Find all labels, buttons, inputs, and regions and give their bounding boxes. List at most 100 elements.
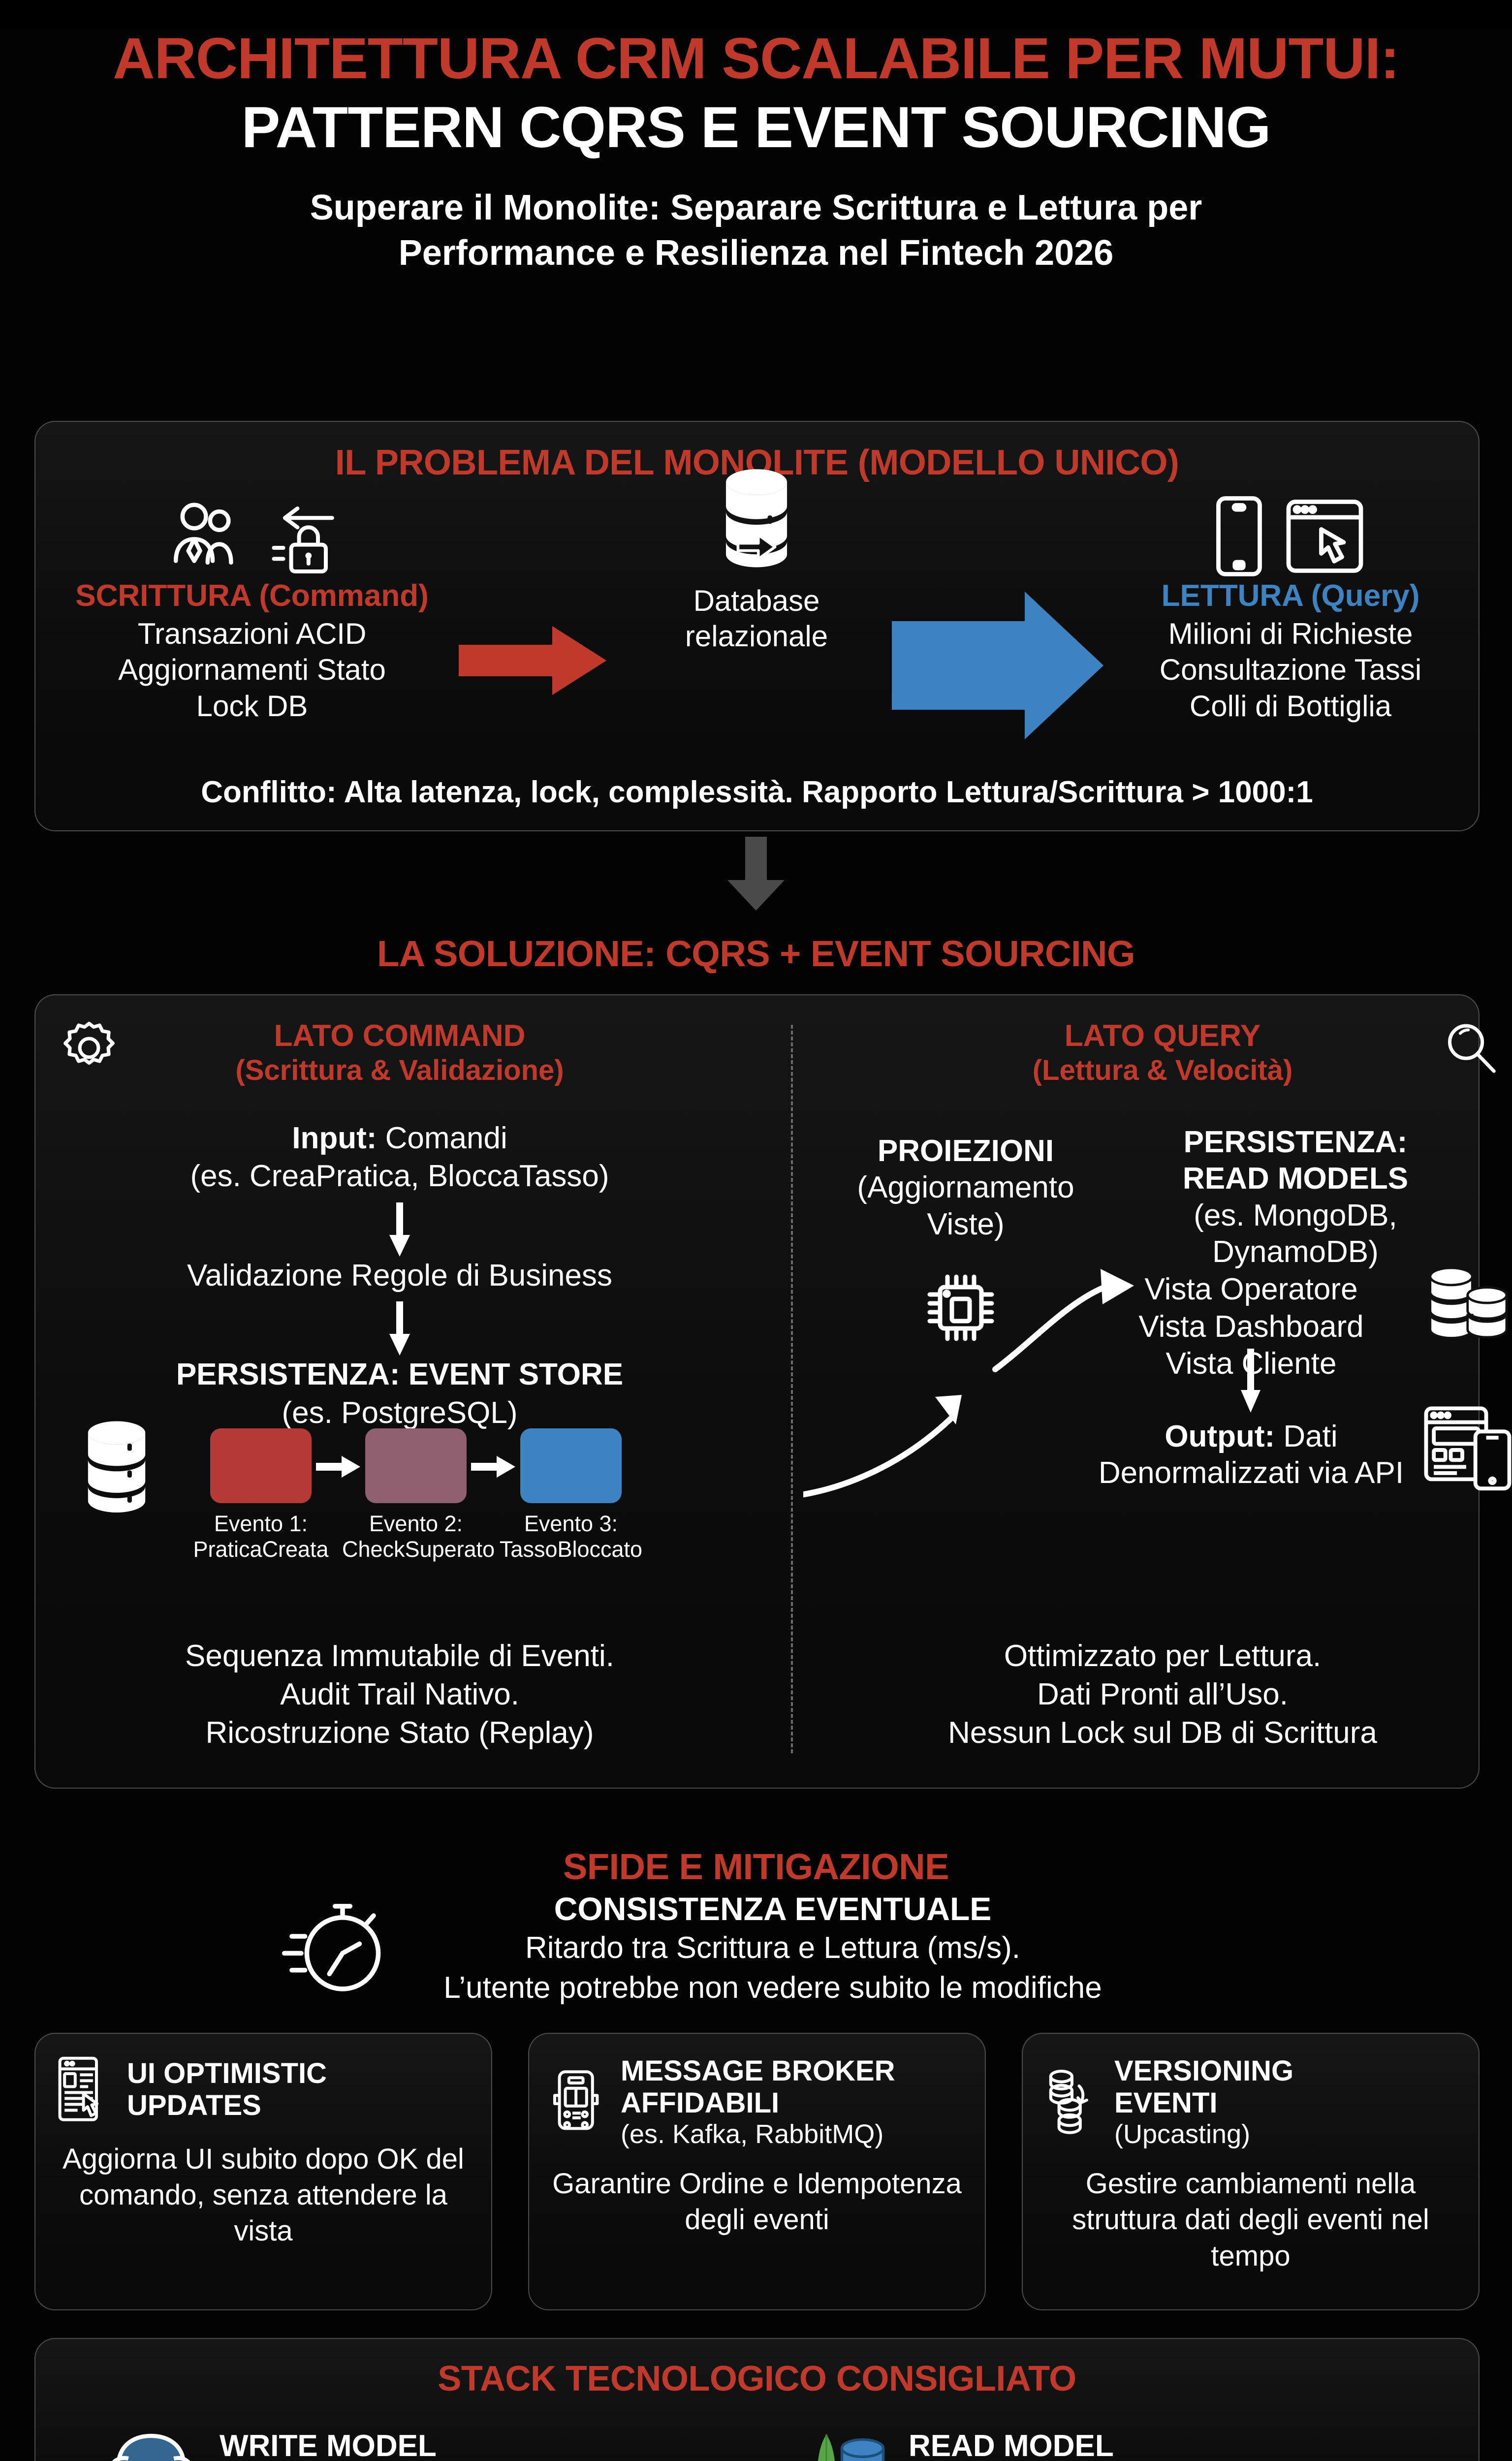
mitigation-card-header: VERSIONING EVENTI (Upcasting) (1023, 2034, 1479, 2149)
output-line-1: Output: Dati (1079, 1419, 1423, 1455)
query-bullet: Dati Pronti all’Uso. (1037, 1677, 1288, 1711)
command-input-rest: Comandi (377, 1121, 507, 1155)
event-box-2 (365, 1428, 467, 1503)
command-bullet: Audit Trail Nativo. (280, 1677, 519, 1711)
mitigation-title-line2: UPDATES (127, 2089, 261, 2121)
query-bullet: Ottimizzato per Lettura. (1004, 1639, 1322, 1673)
mitigation-title-line2: AFFIDABILI (621, 2086, 780, 2119)
solution-heading-wrap: LA SOLUZIONE: CQRS + EVENT SOURCING (0, 933, 1512, 975)
monolith-write-items: Transazioni ACID Aggiornamenti Stato Loc… (50, 616, 454, 724)
mitigation-title-paren: (Upcasting) (1114, 2119, 1251, 2149)
mitigation-title-line1: UI OPTIMISTIC (127, 2057, 327, 2090)
monolith-read-item: Colli di Bottiglia (1189, 689, 1392, 723)
solution-heading: LA SOLUZIONE: CQRS + EVENT SOURCING (377, 933, 1135, 974)
read-arrow-icon (892, 592, 1103, 739)
monolith-flow-row: SCRITTURA (Command) Transazioni ACID Agg… (35, 469, 1479, 766)
read-models-title-2: READ MODELS (1182, 1162, 1409, 1196)
event-arrow-1-icon (316, 1456, 360, 1478)
monolith-read-items: Milioni di Richieste Consultazione Tassi… (1094, 616, 1487, 724)
monolith-read-item: Consultazione Tassi (1159, 653, 1422, 687)
event-label-1: Evento 1: PraticaCreata (187, 1511, 335, 1562)
read-models-sub-1: (es. MongoDB, (1194, 1198, 1397, 1232)
read-view-item: Vista Operatore (1144, 1272, 1358, 1306)
mitigation-card-title: MESSAGE BROKER AFFIDABILI (es. Kafka, Ra… (621, 2055, 895, 2149)
event-box-1 (210, 1428, 312, 1503)
monolith-write-column: SCRITTURA (Command) Transazioni ACID Agg… (50, 491, 454, 724)
projections-block: PROIEZIONI (Aggiornamento Viste) (833, 1133, 1099, 1243)
output-bold: Output: (1165, 1420, 1275, 1453)
nosql-mongodb-icon: NoSQL (788, 2428, 892, 2461)
page-subtitle-line1: Superare il Monolite: Separare Scrittura… (310, 188, 1202, 227)
command-input-line: Input: Comandi (40, 1119, 759, 1158)
monolith-read-item: Milioni di Richieste (1168, 617, 1413, 651)
gear-icon (63, 1021, 115, 1065)
page-title-line2: PATTERN CQRS E EVENT SOURCING (241, 95, 1271, 160)
microchip-icon (927, 1274, 994, 1341)
command-validation: Validazione Regole di Business (187, 1258, 612, 1293)
command-input-example: (es. CreaPratica, BloccaTasso) (190, 1159, 609, 1194)
eventstore-to-projection-curve (803, 1416, 954, 1498)
projections-sub-1: (Aggiornamento (857, 1170, 1074, 1205)
monolith-db-label-line1: Database (693, 584, 820, 617)
output-line-2: Denormalizzati via API (1098, 1456, 1404, 1490)
mitigation-card-message-broker: MESSAGE BROKER AFFIDABILI (es. Kafka, Ra… (528, 2033, 986, 2310)
event-arrow-2-icon (471, 1456, 515, 1478)
cqrs-divider (791, 1025, 793, 1753)
event-label-3: Evento 3: TassoBloccato (497, 1511, 645, 1562)
event-value-2: CheckSuperato (342, 1537, 495, 1562)
mitigation-card-body: Garantire Ordine e Idempotenza degli eve… (552, 2168, 962, 2236)
query-bullets: Ottimizzato per Lettura. Dati Pronti all… (803, 1637, 1512, 1752)
stack-heading: STACK TECNOLOGICO CONSIGLIATO (438, 2359, 1076, 2398)
monolith-write-item: Aggiornamenti Stato (118, 653, 386, 687)
command-side: LATO COMMAND (Scrittura & Validazione) I… (40, 995, 759, 1788)
read-models-sub-2: DynamoDB) (1212, 1235, 1379, 1269)
monolith-write-label: SCRITTURA (Command) (75, 579, 429, 613)
monolith-db-icon-wrap (619, 469, 894, 579)
monolith-db-label: Database relazionale (619, 583, 894, 654)
smartphone-icon (1216, 496, 1262, 576)
page-subtitle-line2: Performance e Resilienza nel Fintech 202… (398, 233, 1114, 273)
devices-icon (1424, 1406, 1512, 1491)
eventstore-to-projection-arrowhead (935, 1395, 962, 1424)
browser-click-icon (1286, 500, 1363, 573)
mitigation-card-body: Gestire cambiamenti nella struttura dati… (1072, 2168, 1429, 2272)
event-name-1: Evento 1: (214, 1511, 308, 1536)
command-bullet: Ricostruzione Stato (Replay) (205, 1715, 594, 1750)
event-value-1: PraticaCreata (193, 1537, 329, 1562)
query-arrow-down-icon (1241, 1349, 1260, 1413)
event-label-2: Evento 2: CheckSuperato (342, 1511, 495, 1562)
consistency-line1: Ritardo tra Scrittura e Lettura (ms/s). (525, 1931, 1021, 1965)
command-input-bold: Input: (292, 1121, 377, 1155)
command-bullets: Sequenza Immutabile di Eventi. Audit Tra… (40, 1637, 759, 1752)
stack-write-column: WRITE MODEL (Consistency First) Affidabi… (99, 2428, 544, 2461)
page-subtitle: Superare il Monolite: Separare Scrittura… (0, 185, 1512, 276)
ui-list-click-icon (58, 2056, 99, 2121)
consistency-block: CONSISTENZA EVENTUALE Ritardo tra Scritt… (0, 1890, 1512, 2023)
infographic-page: ARCHITETTURA CRM SCALABILE PER MUTUI: PA… (0, 30, 1512, 2461)
postgresql-elephant-icon (99, 2428, 203, 2461)
page-title-line1: ARCHITETTURA CRM SCALABILE PER MUTUI: (113, 26, 1399, 91)
monolith-write-item: Lock DB (196, 689, 308, 723)
query-side: LATO QUERY (Lettura & Velocità) PROIEZIO… (803, 995, 1512, 1788)
query-side-subtitle: (Lettura & Velocità) (1032, 1054, 1293, 1087)
command-persistence-title: PERSISTENZA: EVENT STORE (176, 1357, 624, 1392)
consistency-line2: L’utente potrebbe non vedere subito le m… (443, 1970, 1102, 2005)
monolith-read-label: LETTURA (Query) (1161, 579, 1420, 613)
command-input-block: Input: Comandi (es. CreaPratica, BloccaT… (40, 1119, 759, 1196)
tech-stack-card: STACK TECNOLOGICO CONSIGLIATO (34, 2338, 1480, 2461)
monolith-read-icons (1094, 491, 1487, 579)
mitigation-card-ui-optimistic: UI OPTIMISTIC UPDATES Aggiorna UI subito… (34, 2033, 492, 2310)
lock-arrow-icon (272, 506, 334, 573)
stack-write-text: WRITE MODEL (Consistency First) Affidabi… (220, 2428, 544, 2461)
event-store-db-icon (88, 1421, 146, 1513)
output-block: Output: Dati Denormalizzati via API (1079, 1419, 1423, 1492)
consistency-title: CONSISTENZA EVENTUALE (554, 1891, 992, 1927)
monolith-read-column: LETTURA (Query) Milioni di Richieste Con… (1094, 491, 1487, 724)
monolith-db-label-line2: relazionale (685, 620, 828, 653)
mitigation-card-body: Aggiorna UI subito dopo OK del comando, … (63, 2143, 464, 2247)
query-side-title: LATO QUERY (1064, 1019, 1261, 1053)
versioning-stack-icon (1049, 2070, 1088, 2134)
projections-title: PROIEZIONI (877, 1134, 1054, 1168)
command-arrow-down-1-icon (389, 1202, 410, 1257)
query-side-heading: LATO QUERY (Lettura & Velocità) (803, 995, 1512, 1088)
